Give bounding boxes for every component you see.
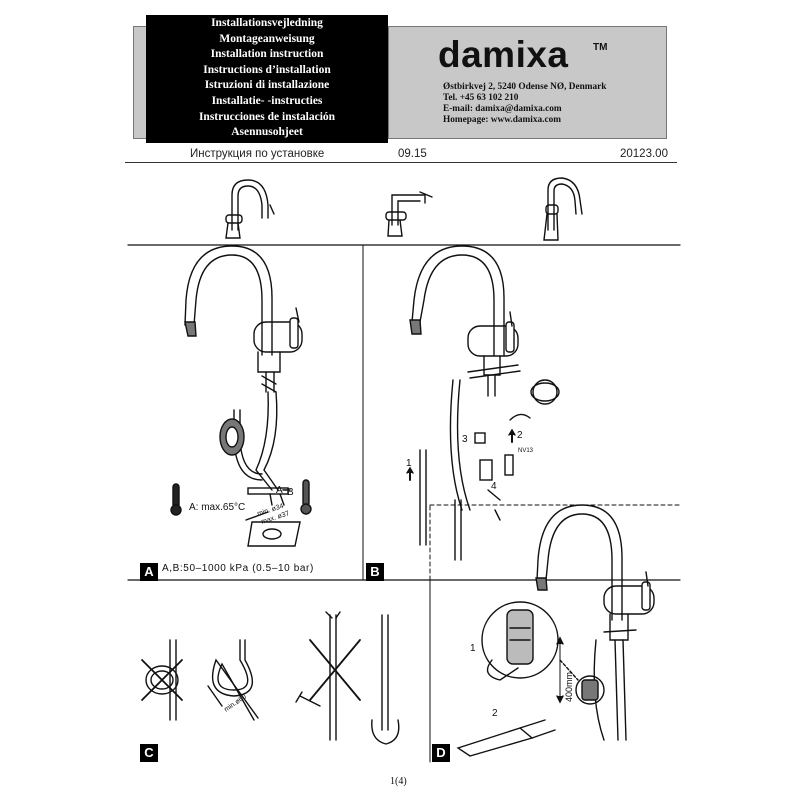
title-finnish: Asennusohjeet: [231, 126, 303, 139]
panel-d-label: D: [432, 744, 450, 762]
brand-logo: damixa: [438, 34, 569, 75]
panel-a-label: A: [140, 563, 158, 581]
page-number: 1(4): [390, 776, 407, 787]
panel-b-step-1: 1: [406, 458, 412, 469]
title-english: Installation instruction: [210, 48, 324, 61]
panel-d-step-1: 1: [470, 643, 476, 654]
header-left-strip: [133, 26, 146, 139]
faucet-model-2-icon: [385, 191, 433, 237]
panel-d-distance: 400mm: [564, 672, 574, 702]
panel-b-step-3: 3: [462, 434, 468, 445]
company-homepage: Homepage: www.damixa.com: [443, 115, 562, 125]
panel-b-step-4: 4: [491, 481, 497, 492]
panel-a-temp-spec: A: max.65°C: [189, 502, 246, 513]
panel-d-step-2: 2: [492, 708, 498, 719]
document-date: 09.15: [398, 148, 427, 160]
panel-b-nut-size: NV13: [518, 448, 534, 454]
company-address: Østbirkvej 2, 5240 Odense NØ, Denmark: [443, 82, 607, 92]
company-phone: Tel. +45 63 102 210: [443, 93, 519, 103]
panel-a-pressure-spec: A,B:50–1000 kPa (0.5–10 bar): [162, 563, 314, 574]
company-info-box: [388, 26, 667, 139]
title-german: Montageanweisung: [219, 32, 315, 45]
panel-b-faucet: [406, 245, 560, 561]
header-rule: [125, 162, 677, 163]
panel-a-hose-a-label: A: [276, 485, 283, 496]
faucet-model-3-icon: [543, 177, 583, 241]
panel-c-label: C: [140, 744, 158, 762]
document-code: 20123.00: [620, 148, 668, 160]
title-spanish: Instrucciones de instalación: [198, 110, 336, 123]
title-danish: Installationsvejledning: [211, 17, 323, 29]
company-email: E-mail: damixa@damixa.com: [443, 104, 562, 114]
title-block: Installationsvejledning Montageanweisung…: [146, 15, 388, 143]
panel-c-hose-handling: [141, 611, 400, 745]
title-french: Instructions d’installation: [203, 63, 331, 76]
panel-b-step-2: 2: [517, 430, 523, 441]
panel-b-label: B: [366, 563, 384, 581]
panel-a-faucet: [170, 245, 312, 547]
faucet-model-1-icon: [225, 179, 275, 239]
brand-trademark: TM: [593, 42, 608, 53]
panel-a-hose-b-label: B: [287, 487, 294, 498]
subtitle-russian: Инструкция по установке: [190, 148, 325, 160]
title-dutch: Installatie- -instructies: [211, 94, 323, 107]
title-italian: Istruzioni di installazione: [204, 79, 330, 92]
panel-d-cartridge-install: [456, 504, 655, 757]
